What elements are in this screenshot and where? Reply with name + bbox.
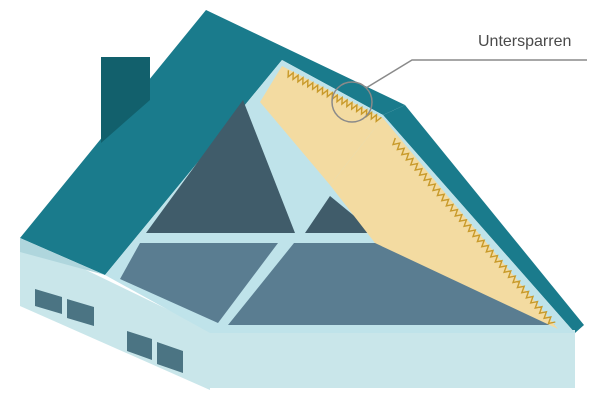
gable-wall — [210, 330, 575, 388]
window — [127, 331, 152, 360]
callout-circle — [331, 81, 373, 123]
roof-slope-right-edge — [383, 105, 584, 333]
callout-leader-line — [365, 59, 587, 89]
gable-panel-lower-left — [120, 243, 278, 323]
callout-label: Untersparren — [478, 33, 572, 50]
gable-panel-upper-dark — [146, 100, 295, 233]
front-wall-eave-shade — [20, 238, 105, 275]
gable-panel-lower-right — [228, 243, 555, 325]
insulation-right — [330, 118, 558, 329]
zigzag-line — [391, 137, 556, 325]
window — [157, 342, 183, 373]
window — [67, 299, 94, 326]
chimney — [101, 57, 150, 143]
insulation-upper-left — [260, 66, 383, 185]
gable-panel-mid-dark — [305, 196, 375, 233]
window — [35, 289, 62, 314]
